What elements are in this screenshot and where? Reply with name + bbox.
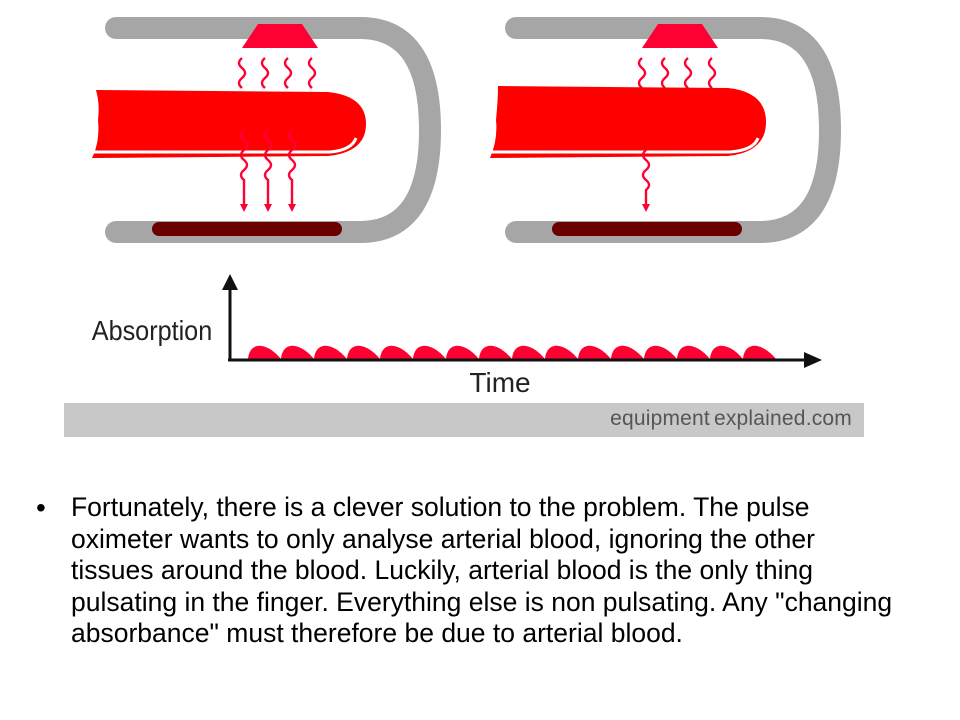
probe-clip-right — [505, 17, 842, 243]
transmitted-light-right — [641, 149, 651, 212]
pulse-oximetry-diagram: Absorption Time — [92, 17, 842, 398]
artery-left — [92, 90, 366, 158]
bullet-text: Fortunately, there is a clever solution … — [71, 492, 893, 648]
watermark-part2: explained — [713, 407, 806, 430]
bullet-marker: • — [36, 492, 46, 523]
probe-clip-left — [105, 17, 442, 243]
probe-panel-right — [490, 17, 842, 243]
incident-light-right — [637, 57, 717, 89]
incident-light-left — [237, 57, 317, 89]
watermark-part3: .com — [805, 407, 852, 430]
photodetector-left — [152, 222, 342, 236]
artery-wall-left — [92, 137, 358, 154]
light-emitter-left — [242, 24, 318, 48]
x-axis-label: Time — [469, 367, 530, 398]
watermark-part1: equipment — [610, 407, 710, 430]
y-axis-label: Absorption — [92, 315, 212, 347]
x-axis-arrowhead — [804, 352, 822, 368]
y-axis-arrowhead — [222, 274, 238, 290]
probe-panel-left — [92, 17, 442, 243]
pulse-wave — [248, 345, 776, 359]
absorption-graph: Absorption Time — [92, 274, 822, 398]
artery-right — [490, 86, 766, 158]
artery-wall-right — [490, 137, 760, 154]
light-emitter-right — [642, 24, 718, 48]
transmitted-light-left — [239, 129, 297, 212]
pulse-wave-path — [248, 345, 776, 359]
photodetector-right — [552, 222, 742, 236]
